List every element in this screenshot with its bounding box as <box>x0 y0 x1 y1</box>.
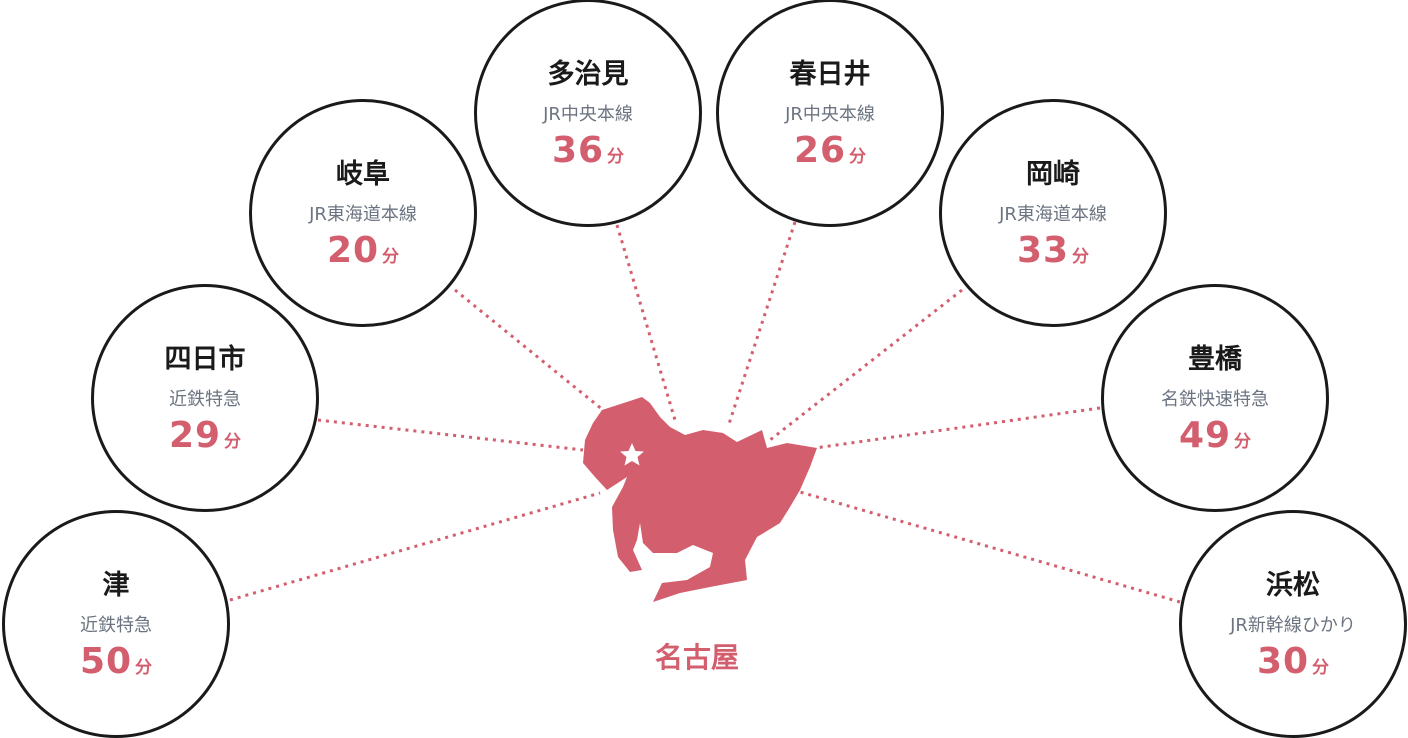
train-line: JR中央本線 <box>543 104 633 125</box>
train-line: JR東海道本線 <box>309 204 417 225</box>
travel-minutes: 49 <box>1178 415 1232 456</box>
destination-name: 浜松 <box>1266 570 1320 601</box>
destination-name: 岡崎 <box>1026 159 1080 190</box>
travel-minutes: 30 <box>1256 641 1310 682</box>
train-line: JR中央本線 <box>785 104 875 125</box>
aichi-map-shape <box>583 397 817 602</box>
minutes-unit: 分 <box>849 147 867 167</box>
destination-name: 四日市 <box>164 344 246 375</box>
train-line: JR東海道本線 <box>999 204 1107 225</box>
connector-gifu <box>454 288 604 412</box>
minutes-unit: 分 <box>224 432 242 452</box>
travel-minutes: 26 <box>793 130 847 171</box>
travel-minutes: 36 <box>551 130 605 171</box>
destination-name: 多治見 <box>547 59 629 90</box>
train-line: 近鉄特急 <box>169 389 241 410</box>
travel-minutes: 29 <box>168 415 222 456</box>
connector-kasugai <box>726 221 797 428</box>
train-line: JR新幹線ひかり <box>1230 615 1356 636</box>
destination-name: 津 <box>102 570 130 601</box>
train-line: 名鉄快速特急 <box>1161 389 1269 410</box>
connector-tajimi <box>615 224 677 421</box>
destination-name: 岐阜 <box>336 159 390 190</box>
destination-name: 春日井 <box>789 59 871 90</box>
star-icon <box>620 443 644 466</box>
train-line: 近鉄特急 <box>80 615 152 636</box>
travel-minutes: 33 <box>1016 230 1070 271</box>
center-city-label: 名古屋 <box>654 641 739 674</box>
connector-tsu <box>229 491 601 602</box>
minutes-unit: 分 <box>1312 658 1330 678</box>
travel-minutes: 20 <box>326 230 380 271</box>
connector-toyohashi <box>814 406 1101 450</box>
connector-okazaki <box>769 288 963 442</box>
minutes-unit: 分 <box>382 247 400 267</box>
connector-hamamatsu <box>799 490 1181 604</box>
travel-minutes: 50 <box>79 641 133 682</box>
minutes-unit: 分 <box>607 147 625 167</box>
minutes-unit: 分 <box>1072 247 1090 267</box>
minutes-unit: 分 <box>1234 432 1252 452</box>
connector-yokkaichi <box>317 418 584 452</box>
minutes-unit: 分 <box>135 658 153 678</box>
destination-name: 豊橋 <box>1188 344 1242 375</box>
